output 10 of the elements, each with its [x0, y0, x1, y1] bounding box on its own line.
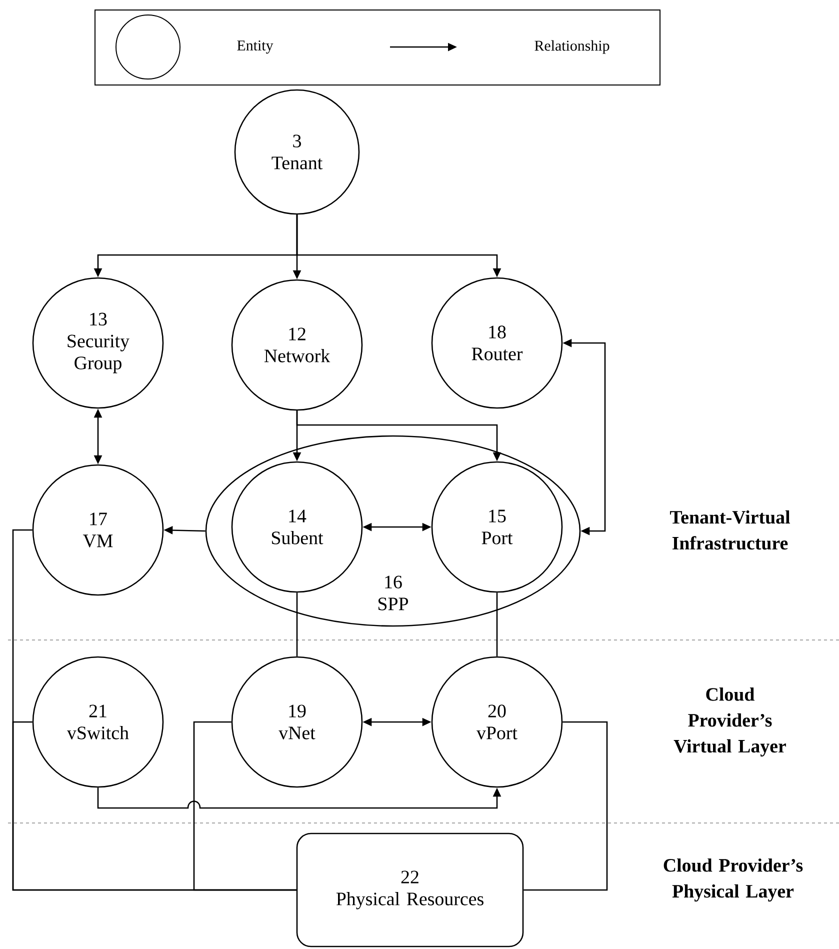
- connector: [524, 721, 608, 891]
- connector: [296, 592, 298, 656]
- legend-text: Entity: [237, 40, 274, 54]
- layer-label: Cloud Provider’s Virtual Layer: [674, 688, 786, 756]
- entity-box: 22 Physical Resources: [296, 832, 524, 948]
- connector: [496, 592, 498, 656]
- legend-text: Relationship: [534, 40, 610, 54]
- layer-label: Tenant-Virtual Infrastructure: [670, 510, 790, 550]
- connector: [193, 721, 296, 891]
- layer-label: Cloud Provider’s Physical Layer: [664, 858, 803, 902]
